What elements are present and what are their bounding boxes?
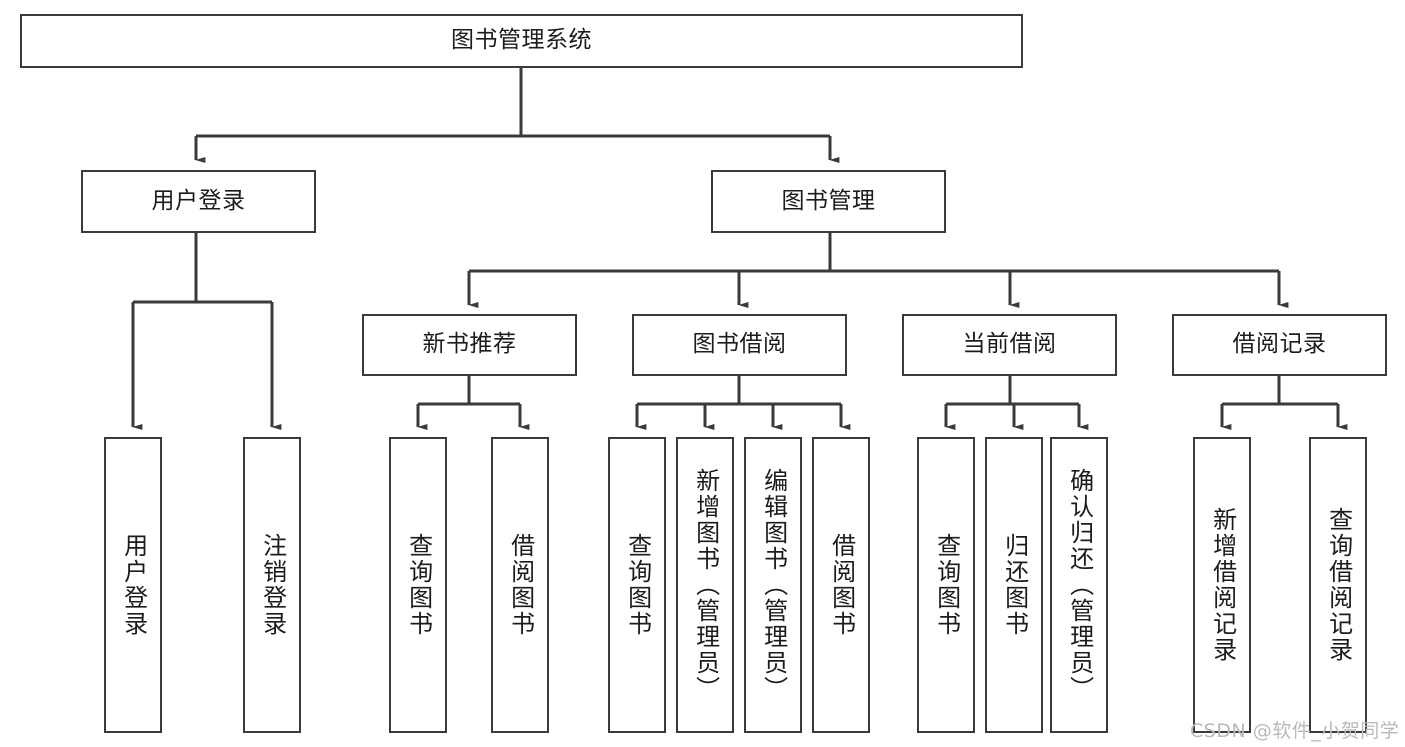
leaf-current-borrow-query[interactable]: 查询图书 xyxy=(917,437,975,733)
node-book-borrow[interactable]: 图书借阅 xyxy=(632,314,847,376)
node-borrow-record[interactable]: 借阅记录 xyxy=(1172,314,1387,376)
leaf-label: 编辑图书（管理员） xyxy=(759,468,788,702)
leaf-label: 确认归还（管理员） xyxy=(1065,468,1094,702)
leaf-user-login-login[interactable]: 用户登录 xyxy=(104,437,162,733)
node-book-borrow-label: 图书借阅 xyxy=(692,331,787,358)
leaf-current-borrow-return[interactable]: 归还图书 xyxy=(985,437,1043,733)
node-book-manage[interactable]: 图书管理 xyxy=(711,170,946,233)
leaf-label: 查询图书 xyxy=(404,533,433,637)
node-new-book-recommend-label: 新书推荐 xyxy=(422,331,517,358)
node-book-manage-label: 图书管理 xyxy=(781,187,876,214)
csdn-watermark: CSDN @软件_小贺同学 xyxy=(1190,720,1400,742)
leaf-label: 用户登录 xyxy=(119,533,148,637)
leaf-user-login-logout[interactable]: 注销登录 xyxy=(243,437,301,733)
node-current-borrow[interactable]: 当前借阅 xyxy=(902,314,1117,376)
leaf-borrow-record-query[interactable]: 查询借阅记录 xyxy=(1309,437,1367,733)
node-current-borrow-label: 当前借阅 xyxy=(962,331,1057,358)
leaf-label: 查询借阅记录 xyxy=(1324,507,1353,663)
node-new-book-recommend[interactable]: 新书推荐 xyxy=(362,314,577,376)
leaf-new-book-borrow[interactable]: 借阅图书 xyxy=(491,437,549,733)
node-user-login[interactable]: 用户登录 xyxy=(81,170,316,233)
leaf-label: 查询图书 xyxy=(932,533,961,637)
node-user-login-label: 用户登录 xyxy=(151,187,246,214)
leaf-label: 归还图书 xyxy=(1000,533,1029,637)
leaf-label: 注销登录 xyxy=(258,533,287,637)
node-root-label: 图书管理系统 xyxy=(451,27,592,54)
leaf-current-borrow-confirm[interactable]: 确认归还（管理员） xyxy=(1050,437,1108,733)
leaf-book-borrow-edit[interactable]: 编辑图书（管理员） xyxy=(744,437,802,733)
leaf-label: 新增借阅记录 xyxy=(1208,507,1237,663)
leaf-label: 新增图书（管理员） xyxy=(691,468,720,702)
node-root[interactable]: 图书管理系统 xyxy=(20,14,1023,68)
leaf-book-borrow-add[interactable]: 新增图书（管理员） xyxy=(676,437,734,733)
leaf-label: 借阅图书 xyxy=(506,533,535,637)
leaf-label: 查询图书 xyxy=(623,533,652,637)
leaf-new-book-query[interactable]: 查询图书 xyxy=(389,437,447,733)
leaf-label: 借阅图书 xyxy=(827,533,856,637)
leaf-borrow-record-add[interactable]: 新增借阅记录 xyxy=(1193,437,1251,733)
leaf-book-borrow-borrow[interactable]: 借阅图书 xyxy=(812,437,870,733)
leaf-book-borrow-query[interactable]: 查询图书 xyxy=(608,437,666,733)
node-borrow-record-label: 借阅记录 xyxy=(1232,331,1327,358)
